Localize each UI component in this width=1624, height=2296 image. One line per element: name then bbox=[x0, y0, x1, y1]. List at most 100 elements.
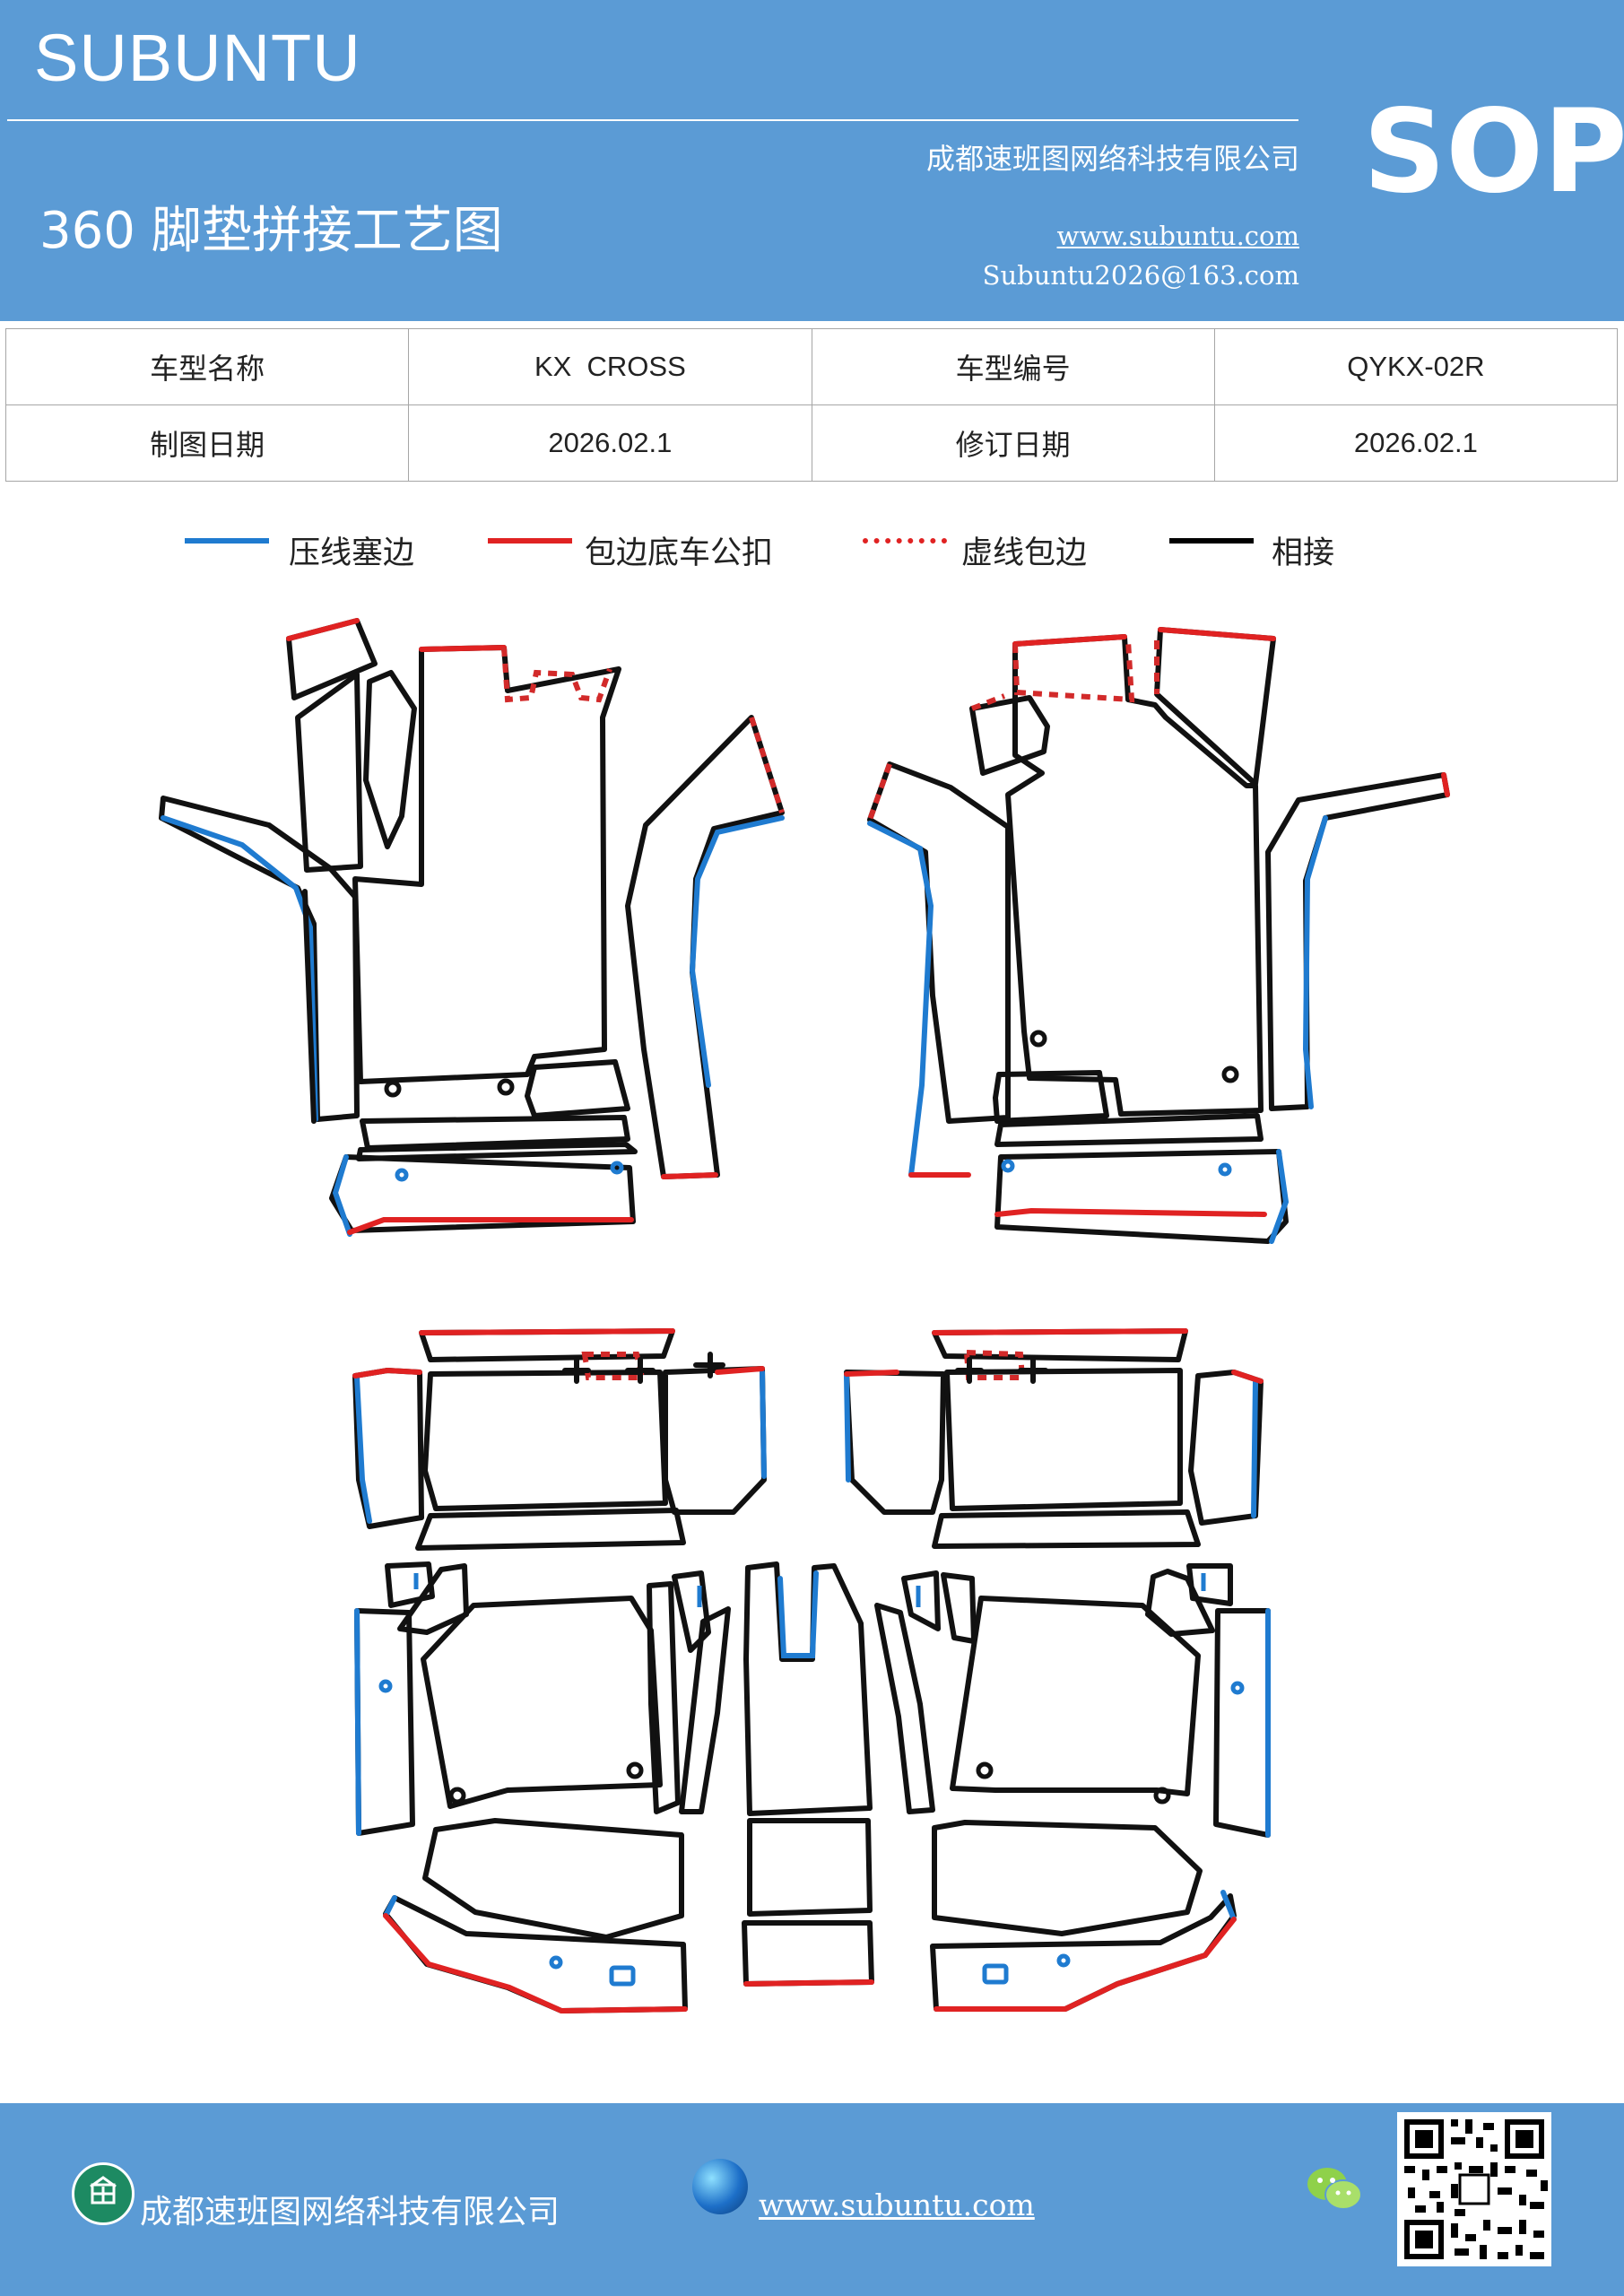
mat-assembly-diagram bbox=[0, 583, 1624, 2090]
mat-piece bbox=[994, 1113, 1264, 1147]
brand-name: SUBUNTU bbox=[34, 21, 361, 95]
dotted-binding-line bbox=[1012, 639, 1135, 703]
line-legend: 压线塞边 包边底车公扣 虚线包边 相接 bbox=[0, 518, 1624, 581]
company-icon bbox=[72, 2162, 135, 2225]
mat-piece bbox=[950, 1596, 1201, 1796]
footer-website-link[interactable]: www.subuntu.com bbox=[759, 2187, 1035, 2222]
mat-piece bbox=[867, 761, 1011, 1124]
edge-binding-line bbox=[1441, 772, 1450, 797]
edge-binding-line bbox=[352, 1367, 422, 1378]
dotted-binding-line bbox=[963, 1349, 1026, 1380]
press-line bbox=[383, 1895, 397, 1918]
legend-swatch bbox=[1169, 538, 1254, 544]
mat-piece bbox=[383, 1895, 688, 2013]
mat-piece bbox=[525, 1059, 630, 1118]
edge-binding-line bbox=[419, 1328, 675, 1335]
dotted-binding-line bbox=[970, 693, 1006, 711]
footer-banner: 成都速班图网络科技有限公司 www.subuntu.com bbox=[0, 2103, 1624, 2296]
mat-piece bbox=[295, 672, 363, 873]
center-tunnel-mat-group bbox=[742, 1561, 874, 1987]
mat-piece bbox=[159, 796, 360, 1122]
mat-piece bbox=[1265, 772, 1450, 1111]
mat-piece bbox=[286, 618, 378, 700]
legend-swatch bbox=[185, 538, 269, 544]
mat-piece bbox=[422, 1818, 684, 1940]
mat-piece bbox=[562, 1352, 725, 1384]
draw-date-label: 制图日期 bbox=[4, 404, 410, 482]
mat-piece bbox=[874, 1603, 935, 1814]
press-line bbox=[760, 1370, 767, 1479]
dotted-binding-line bbox=[867, 762, 892, 822]
mat-hole-blue bbox=[1218, 1162, 1232, 1177]
edge-binding-line bbox=[932, 1328, 1188, 1335]
mat-piece bbox=[1188, 1370, 1264, 1526]
mat-hole bbox=[1029, 1030, 1047, 1048]
press-line bbox=[354, 1608, 361, 1836]
mat-hole-blue bbox=[378, 1679, 393, 1693]
vehicle-info-table: 车型名称 KX CROSS 车型编号 QYKX-02R 制图日期 2026.02… bbox=[4, 328, 1619, 482]
edge-binding-line bbox=[1231, 1370, 1264, 1384]
mat-piece bbox=[932, 1509, 1201, 1549]
legend-swatch bbox=[863, 538, 947, 544]
mat-piece bbox=[663, 1366, 767, 1515]
mat-hole bbox=[1153, 1787, 1171, 1805]
mat-piece bbox=[993, 1070, 1109, 1124]
edge-binding-line bbox=[715, 1366, 765, 1375]
mat-piece bbox=[422, 1370, 668, 1511]
revise-date-label: 修订日期 bbox=[811, 404, 1215, 482]
rear-left-mat-group bbox=[352, 1328, 767, 2014]
mat-piece bbox=[363, 670, 417, 849]
table-row: 车型名称 KX CROSS 车型编号 QYKX-02R bbox=[4, 328, 1619, 405]
edge-binding-line bbox=[661, 1172, 718, 1179]
press-line bbox=[1269, 1149, 1290, 1244]
mat-piece bbox=[743, 1561, 873, 1816]
footer-company-name: 成都速班图网络科技有限公司 bbox=[140, 2194, 560, 2231]
mat-piece bbox=[1005, 634, 1264, 1117]
edge-binding-line bbox=[383, 1913, 688, 2014]
mat-piece bbox=[944, 1368, 1183, 1511]
legend-label: 虚线包边 bbox=[961, 535, 1088, 571]
qr-code[interactable] bbox=[1397, 2112, 1551, 2266]
mat-hole bbox=[448, 1787, 466, 1805]
mat-piece bbox=[969, 695, 1050, 776]
legend-label: 压线塞边 bbox=[289, 535, 415, 571]
press-line bbox=[777, 1570, 819, 1658]
mat-hole bbox=[384, 1080, 402, 1098]
edge-binding-line bbox=[844, 1370, 899, 1377]
revise-date-value: 2026.02.1 bbox=[1213, 404, 1619, 482]
table-row: 制图日期 2026.02.1 修订日期 2026.02.1 bbox=[4, 404, 1619, 482]
mat-piece bbox=[354, 1608, 415, 1836]
header-banner: SUBUNTU SOP 360 脚垫拼接工艺图 成都速班图网络科技有限公司 ww… bbox=[0, 0, 1624, 321]
edge-binding-line bbox=[286, 618, 360, 641]
mat-piece bbox=[901, 1570, 941, 1631]
mat-piece bbox=[647, 1581, 681, 1814]
dotted-binding-line bbox=[749, 717, 785, 813]
draw-date-value: 2026.02.1 bbox=[408, 404, 812, 482]
mat-piece bbox=[352, 645, 621, 1084]
edge-binding-line bbox=[994, 1207, 1267, 1217]
press-line bbox=[867, 821, 934, 1178]
mat-piece bbox=[625, 715, 785, 1179]
mat-hole bbox=[626, 1761, 644, 1779]
press-line bbox=[1220, 1890, 1237, 1922]
mat-hole-blue bbox=[1056, 1953, 1071, 1968]
wechat-icon[interactable] bbox=[1302, 2162, 1365, 2216]
mat-piece bbox=[385, 1561, 435, 1608]
mat-hole-blue bbox=[982, 1963, 1009, 1985]
mat-piece bbox=[742, 1920, 874, 1987]
press-line bbox=[689, 815, 785, 1088]
edge-binding-line bbox=[934, 1917, 1237, 2012]
model-name-value: KX CROSS bbox=[408, 328, 812, 405]
mat-piece bbox=[415, 1508, 686, 1551]
edge-binding-line bbox=[347, 1217, 634, 1235]
mat-piece bbox=[672, 1570, 711, 1653]
model-name-label: 车型名称 bbox=[4, 328, 410, 405]
mat-hole-blue bbox=[609, 1965, 636, 1987]
contact-email[interactable]: Subuntu2026@163.com bbox=[982, 260, 1299, 291]
website-link[interactable]: www.subuntu.com bbox=[1056, 221, 1299, 251]
edge-binding-line bbox=[419, 645, 507, 652]
front-right-mat-group bbox=[867, 627, 1450, 1244]
mat-piece bbox=[421, 1596, 663, 1809]
mat-piece bbox=[941, 1572, 977, 1644]
mat-piece bbox=[1213, 1608, 1271, 1838]
